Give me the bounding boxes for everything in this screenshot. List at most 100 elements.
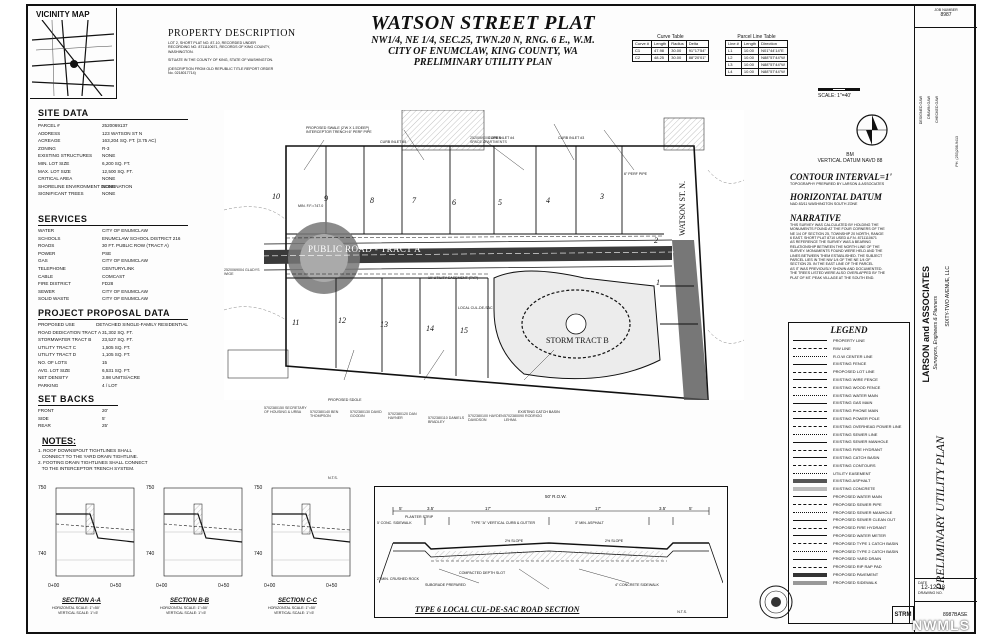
plan-callout: CURB INLET #4 — [488, 136, 515, 140]
proposal-value: 6,531 SQ. FT. — [102, 367, 131, 373]
narrative-line: AS IT WAS PREVIOUSLY SHOWN AND DOCUMENTE… — [790, 266, 883, 271]
neighbor-parcel-label: 2520069003 OPEN SPACE APARTMENTS — [470, 136, 507, 145]
road-section-dimension: 5' — [689, 506, 693, 511]
parcel-table-header: Length — [740, 40, 760, 48]
narrative-text: THIS SURVEY WAS CALCULATED BY HOLDING TH… — [790, 223, 910, 280]
narrative-line: THE TREES LISTED WERE ALSO OVERLAPPED BY… — [790, 271, 886, 276]
legend-swatch — [793, 580, 827, 585]
narrative-line: NE 1/4 OF SECTION 25, TOWNSHIP 20 NORTH,… — [790, 231, 884, 236]
site-data-key: CRITICAL AREA — [38, 176, 73, 182]
legend-label: PROPOSED TYPE 1 CATCH BASIN — [833, 540, 899, 546]
road-section-nts: N.T.S. — [677, 609, 687, 614]
legend-item: EXISTING WIRE FENCE — [793, 376, 905, 384]
client-name: SIXTY-TWO AVENUE, LLC — [945, 266, 951, 327]
proposal-value: DETACHED SINGLE-FAMILY RESIDENTIAL — [96, 322, 188, 327]
road-section-label: 2% SLOPE — [605, 539, 624, 543]
legend-label: PROPOSED SEWER PIPE — [833, 501, 882, 507]
property-description: PROPERTY DESCRIPTION LOT 2, SHORT PLAT N… — [168, 28, 318, 75]
legend-label: PROPOSED LOT LINE — [833, 369, 875, 375]
site-plan-drawing — [224, 110, 744, 400]
parcel-table-cell: 10.00 — [740, 68, 760, 76]
plan-callout: 6" PERF PIPE — [624, 172, 648, 176]
legend-item: PROPOSED YARD DRAIN — [793, 555, 905, 563]
curve-table-header: Curve # — [631, 40, 653, 48]
legend-swatch — [793, 394, 827, 396]
grade-section-hscale: HORIZONTAL SCALE: 1"=50' — [160, 606, 208, 610]
legend-swatch — [793, 348, 827, 350]
lot-number: 3 — [600, 192, 604, 201]
site-data-key: SIGNIFICANT TREES — [38, 191, 84, 197]
road-section-label: COMPACTED DEPTH SLOT — [459, 571, 506, 575]
watermark: NWMLS — [912, 617, 970, 633]
service-value: 30 FT. PUBLIC ROW (TRACT A) — [102, 243, 169, 249]
service-key: SOLID WASTE — [38, 296, 70, 302]
parcel-table-cell: L2 — [725, 54, 742, 62]
road-section-title: TYPE 6 LOCAL CUL-DE-SAC ROAD SECTION — [415, 605, 580, 614]
grade-section-hscale: HORIZONTAL SCALE: 1"=50' — [268, 606, 316, 610]
legend-swatch — [793, 387, 827, 389]
site-data-value: NONE — [102, 153, 116, 159]
parcel-table-cell: L3 — [725, 61, 742, 69]
proposal-value: 4 / LOT — [102, 382, 118, 388]
title-block: JOB NUMBER 8987 DESIGNED GAW DRAWN GAW C… — [914, 6, 977, 632]
legend-label: EXISTING CATCH BASIN — [833, 454, 880, 460]
date-label: DATE — [918, 581, 928, 585]
legend-item: EXISTING PHONE MAIN — [793, 407, 905, 415]
job-number-label: JOB NUMBER — [934, 8, 958, 12]
road-section-label: SUBGRADE PREPARED — [425, 583, 466, 587]
setback-key: FRONT — [38, 408, 54, 413]
legend-swatch — [793, 543, 827, 545]
scale-bar: SCALE: 1"=40' — [818, 88, 860, 99]
legend-item: EXISTING FENCE — [793, 360, 905, 368]
neighbor-parcel-label: 5702380110 DANIELS BRADLEY — [428, 416, 465, 425]
service-value: FD28 — [102, 281, 114, 287]
service-key: POWER — [38, 250, 56, 256]
road-section-dimension: 50' R.O.W. — [545, 494, 567, 499]
checked-by: CHECKED GAW — [935, 96, 939, 124]
legend-swatch — [793, 535, 827, 537]
legend-label: PROPOSED SIDEWALK — [833, 579, 878, 585]
narrative-title: NARRATIVE — [790, 212, 842, 223]
legend-label: EXISTING WOOD FENCE — [833, 384, 881, 390]
property-description-line: WASHINGTON. — [168, 49, 194, 54]
service-value: CITY OF ENUMCLAW — [102, 228, 148, 233]
curve-table-cell: C1 — [631, 47, 653, 55]
grade-section-profile — [163, 487, 243, 577]
plan-callout: 10' UTILITY EASEMENT (TYP) — [428, 276, 479, 280]
setback-key: SIDE — [38, 415, 49, 421]
sheet-title: PRELIMINARY UTILITY PLAN — [933, 436, 947, 591]
narrative-line: PLAT OF MT. PEAK VILLAGE AT THE SOUTH EN… — [790, 275, 875, 280]
legend-swatch — [793, 433, 827, 435]
lot-number: 5 — [498, 198, 502, 207]
legend-item: PROPOSED SEWER MANHOLE — [793, 509, 905, 517]
setback-value: 25' — [102, 423, 108, 429]
road-section-label: TYPE "A" VERTICAL CURB & GUTTER — [471, 521, 536, 525]
road-section-drawing — [379, 507, 723, 590]
notes-list: 1. ROOF DOWNSPOUT TIGHTLINES SHALL CONNE… — [38, 448, 148, 472]
legend-label: EXISTING FIRE HYDRANT — [833, 447, 883, 453]
sheet-code-box: STRM — [892, 606, 914, 624]
plan-callout: MIN. F.F.=747.0 — [298, 204, 324, 208]
legend-item: PROPOSED WATER MAIN — [793, 493, 905, 501]
legend-swatch — [793, 511, 827, 513]
legend-item: EXISTING ASPHALT — [793, 477, 905, 485]
proposal-value: 23,527 SQ. FT. — [102, 337, 133, 343]
service-value: CENTURYLINK — [102, 265, 135, 271]
grade-section-vscale: VERTICAL SCALE: 1"=5' — [166, 611, 207, 615]
proposal-key: AVG. LOT SIZE — [38, 367, 71, 373]
public-road-label: PUBLIC ROAD - TRACT A — [308, 244, 422, 254]
lot-number: 12 — [338, 316, 346, 325]
site-data-value: 163,204 SQ. FT. (3.75 AC) — [102, 138, 157, 144]
contour-note: TOPOGRAPHY PREPARED BY LARSON & ASSOCIAT… — [790, 182, 885, 186]
curve-table-cell: 47.98 — [651, 47, 670, 55]
